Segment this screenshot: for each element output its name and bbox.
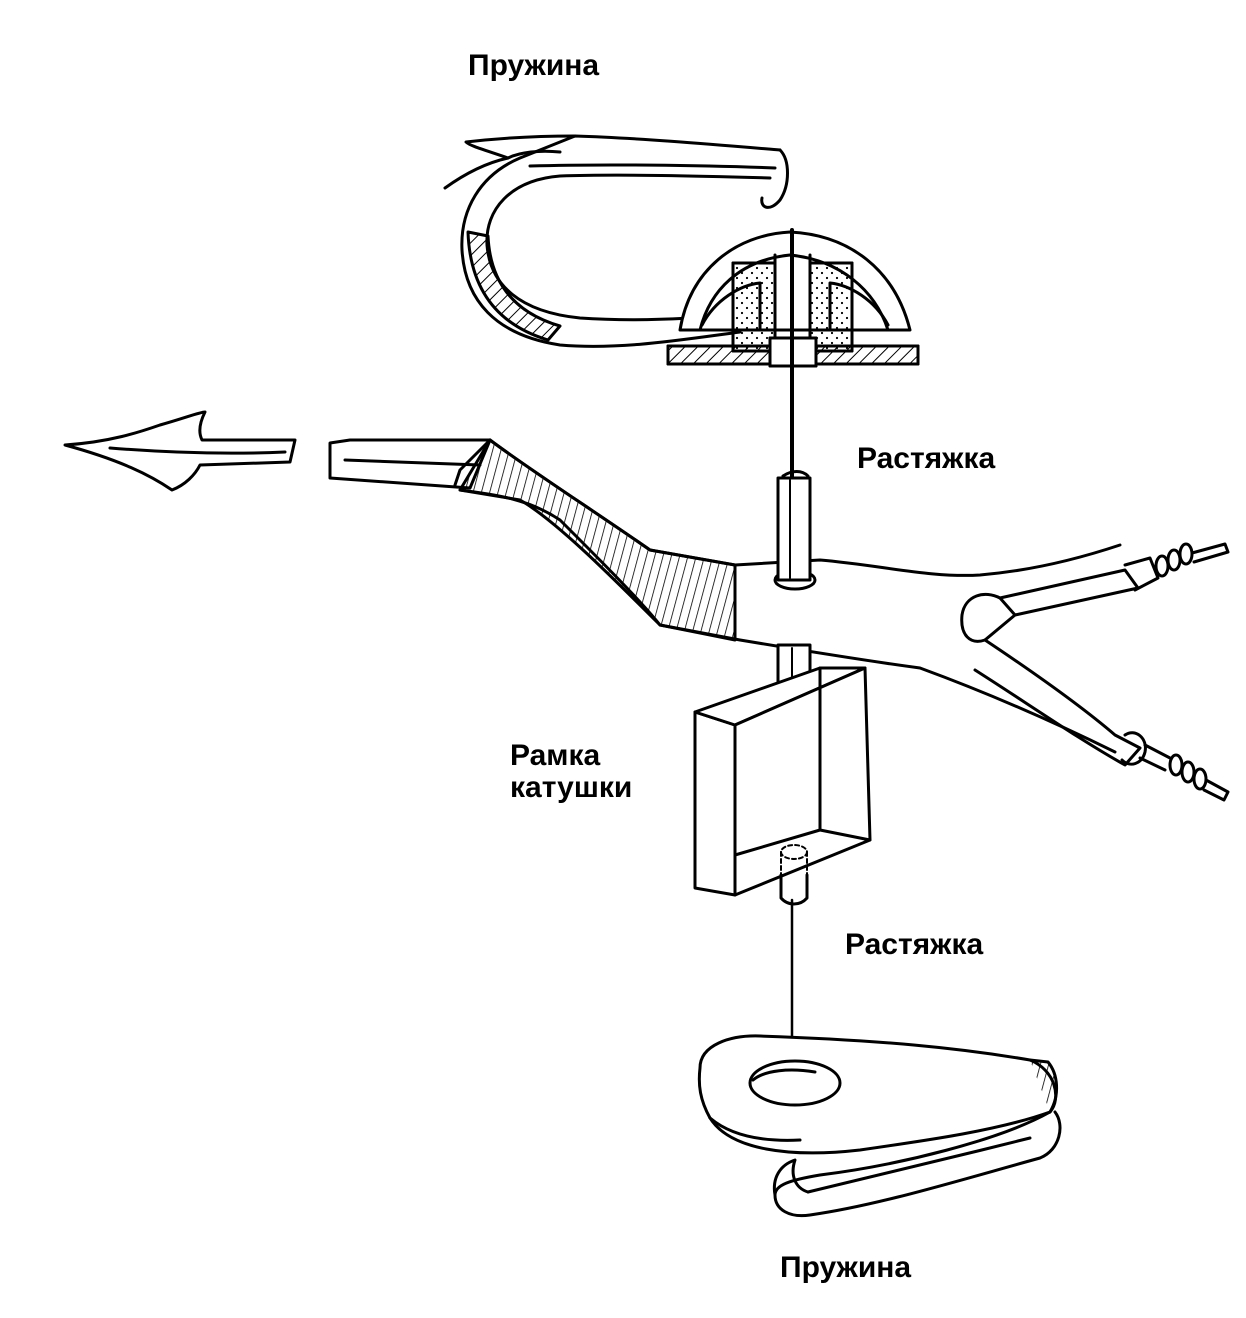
pointer-arrow: [63, 410, 297, 492]
label-spring-top: Пружина: [468, 49, 600, 82]
bottom-spring: [697, 1034, 1062, 1218]
label-stretch-top: Растяжка: [857, 442, 996, 475]
label-coil-frame-line2: катушки: [510, 771, 633, 804]
top-pivot-pin: [773, 470, 817, 591]
top-bearing-dome: [666, 230, 920, 368]
label-coil-frame-line1: Рамка: [510, 739, 601, 772]
pointer-arm: [453, 438, 737, 642]
label-coil-frame: Рамка катушки: [510, 740, 632, 804]
label-spring-bottom: Пружина: [780, 1251, 912, 1284]
lower-lead-wire: [1120, 731, 1230, 802]
coil-frame-box: [693, 666, 872, 906]
top-spring: [443, 134, 789, 348]
label-stretch-bottom: Растяжка: [845, 928, 984, 961]
upper-lead-wire: [1123, 542, 1230, 592]
